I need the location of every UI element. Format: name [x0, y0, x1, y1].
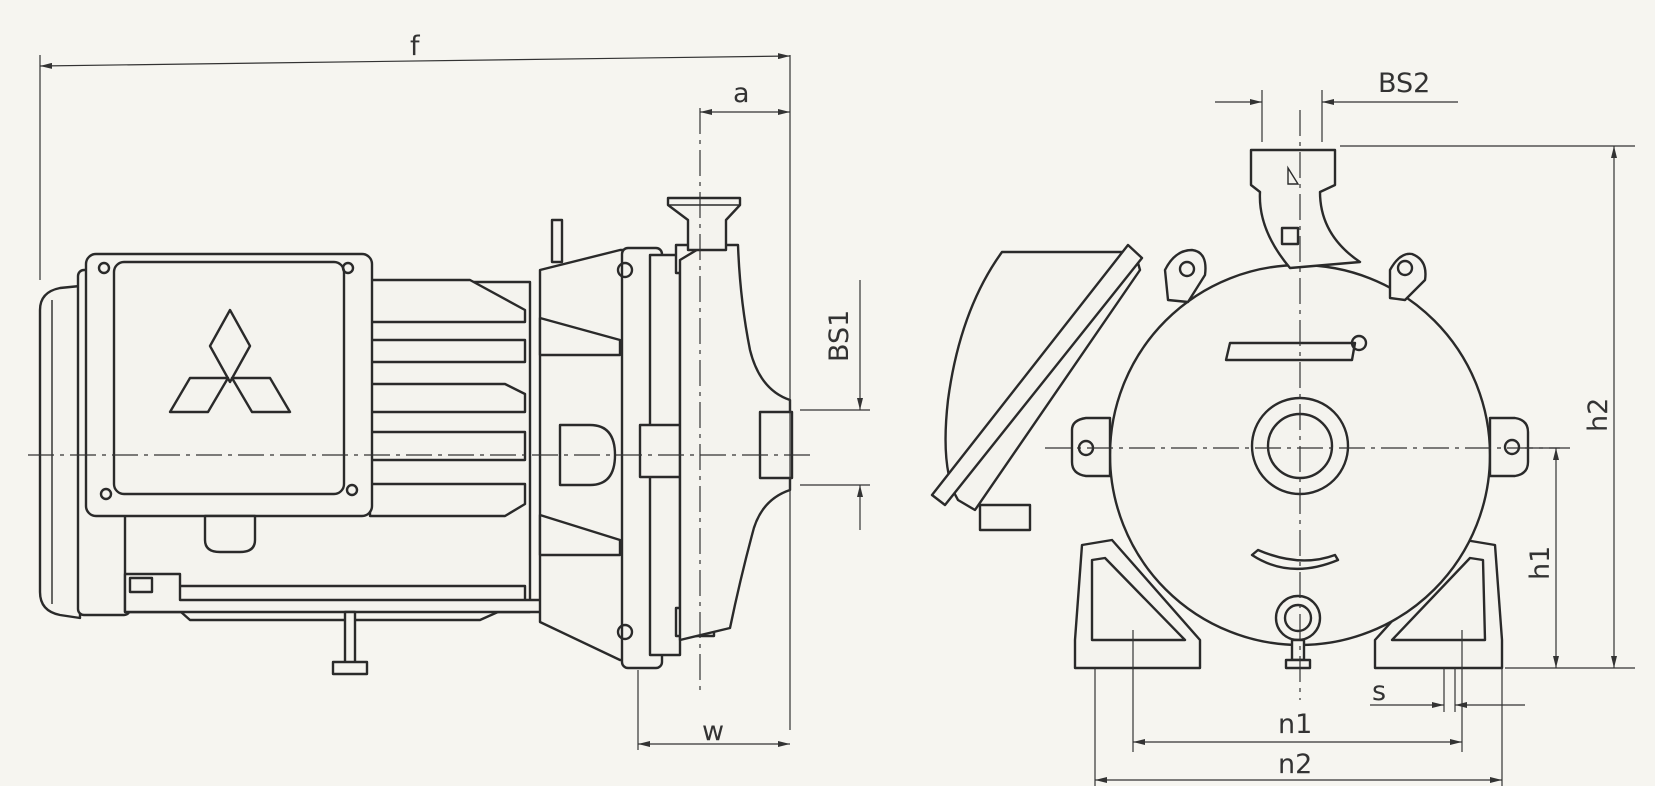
label-h2: h2	[1583, 398, 1614, 432]
label-bs2: BS2	[1378, 68, 1430, 99]
side-view	[28, 108, 815, 690]
label-bs1: BS1	[824, 310, 855, 362]
label-w: w	[702, 716, 724, 747]
discharge-nozzle	[666, 196, 742, 252]
cable-gland	[203, 514, 257, 554]
dim-line-f	[39, 53, 791, 69]
side-dimensions	[39, 53, 870, 750]
brand-plate	[1224, 341, 1357, 362]
discharge-outlet	[1249, 148, 1362, 270]
suction-port	[758, 410, 794, 480]
label-h1: h1	[1525, 546, 1556, 580]
diamond-logo-icon	[168, 308, 292, 414]
front-dimensions	[1094, 90, 1635, 786]
rotation-arrow-icon	[1250, 548, 1340, 570]
label-f: f	[410, 31, 421, 62]
label-a: a	[733, 78, 750, 109]
front-view	[930, 110, 1560, 700]
motor-rear-cap	[38, 284, 82, 620]
label-s: s	[1372, 676, 1386, 707]
drain-plug	[1274, 594, 1322, 642]
label-n2: n2	[1278, 749, 1312, 780]
left-foot	[1073, 538, 1202, 670]
label-n1: n1	[1278, 709, 1312, 740]
